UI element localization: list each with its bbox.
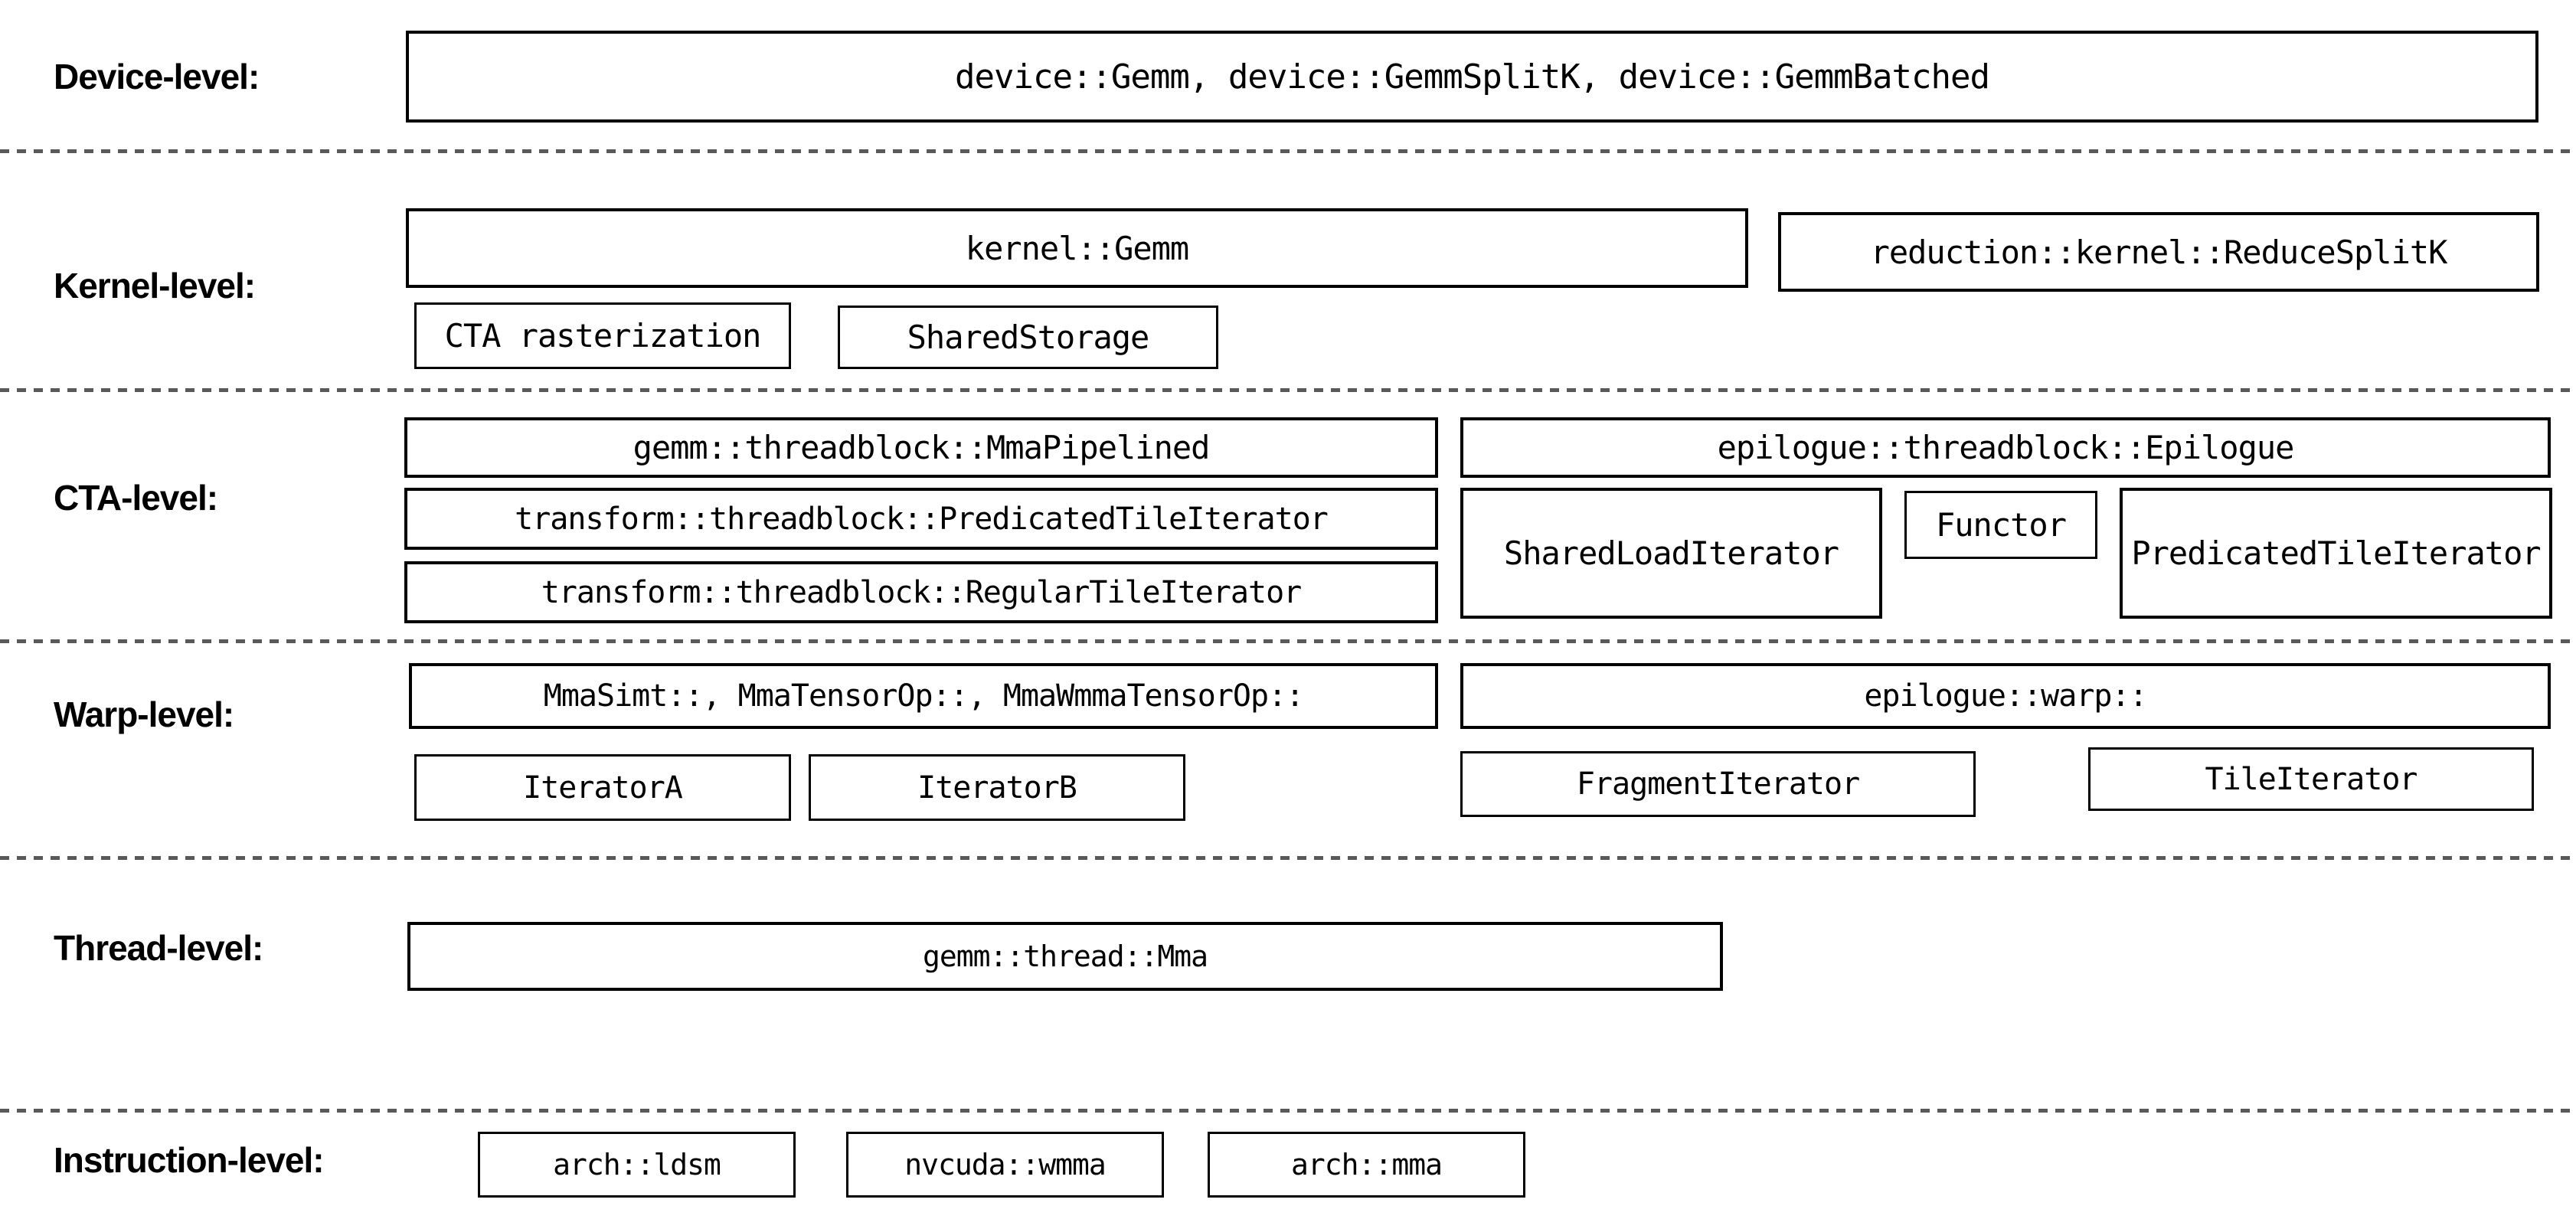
level-separator — [0, 639, 2576, 643]
level-separator — [0, 1109, 2576, 1113]
box-arch-ldsm: arch::ldsm — [478, 1132, 796, 1198]
warp-level-label: Warp-level: — [54, 694, 234, 734]
level-separator — [0, 388, 2576, 392]
box-arch-mma: arch::mma — [1208, 1132, 1525, 1198]
box-kernel-gemm: kernel::Gemm — [406, 208, 1748, 288]
level-separator — [0, 149, 2576, 153]
box-shared-storage: SharedStorage — [838, 306, 1218, 369]
box-fragmentiterator: FragmentIterator — [1460, 751, 1976, 817]
box-gemm-thread-mma: gemm::thread::Mma — [407, 922, 1723, 991]
box-iterator-a: IteratorA — [414, 754, 791, 821]
kernel-level-label: Kernel-level: — [54, 266, 256, 306]
box-reduction-kernel-reducesplitk: reduction::kernel::ReduceSplitK — [1778, 212, 2539, 292]
box-transform-threadblock-predicatedtileiterator: transform::threadblock::PredicatedTileIt… — [404, 488, 1438, 550]
level-separator — [0, 856, 2576, 860]
box-nvcuda-wmma: nvcuda::wmma — [846, 1132, 1164, 1198]
box-predicatedtileiterator: PredicatedTileIterator — [2120, 488, 2552, 619]
cta-level-label: CTA-level: — [54, 478, 218, 518]
box-device-gemm: device::Gemm, device::GemmSplitK, device… — [406, 31, 2538, 123]
instruction-level-label: Instruction-level: — [54, 1140, 325, 1180]
box-transform-threadblock-regulartileiterator: transform::threadblock::RegularTileItera… — [404, 561, 1438, 623]
box-sharedloaditerator: SharedLoadIterator — [1460, 488, 1882, 619]
box-cta-rasterization: CTA rasterization — [414, 302, 791, 369]
box-epilogue-threadblock-epilogue: epilogue::threadblock::Epilogue — [1460, 417, 2551, 478]
box-epilogue-warp: epilogue::warp:: — [1460, 663, 2551, 729]
box-gemm-threadblock-mmapipelined: gemm::threadblock::MmaPipelined — [404, 417, 1438, 478]
box-functor: Functor — [1904, 491, 2097, 559]
thread-level-label: Thread-level: — [54, 928, 263, 968]
device-level-label: Device-level: — [54, 57, 260, 96]
box-tileiterator: TileIterator — [2088, 747, 2534, 811]
box-warp-mma-variants: MmaSimt::, MmaTensorOp::, MmaWmmaTensorO… — [409, 663, 1438, 729]
box-iterator-b: IteratorB — [809, 754, 1185, 821]
